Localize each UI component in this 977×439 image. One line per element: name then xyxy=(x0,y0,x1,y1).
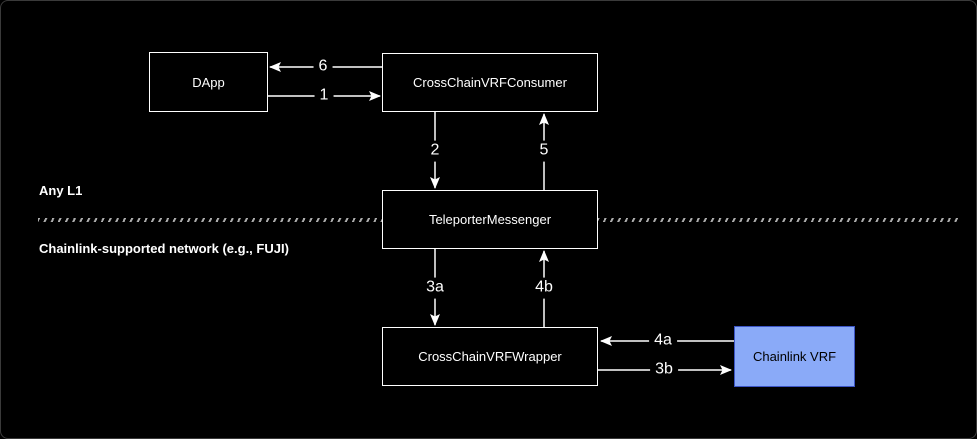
edge-label-5: 5 xyxy=(534,140,554,162)
node-chainlink-vrf: Chainlink VRF xyxy=(734,326,855,387)
node-teleportermessenger-label: TeleporterMessenger xyxy=(428,212,552,227)
node-crosschainvrfconsumer-label: CrossChainVRFConsumer xyxy=(413,75,567,90)
node-dapp-label: DApp xyxy=(192,74,225,90)
edge-label-6: 6 xyxy=(313,56,333,78)
edge-label-4b: 4b xyxy=(530,277,558,299)
edge-label-4a: 4a xyxy=(649,330,677,352)
edge-label-3a: 3a xyxy=(421,277,449,299)
node-crosschainvrfwrapper-label: CrossChainVRFWrapper xyxy=(418,349,562,364)
node-chainlink-vrf-label: Chainlink VRF xyxy=(752,349,837,364)
node-crosschainvrfwrapper: CrossChainVRFWrapper xyxy=(382,327,598,386)
node-crosschainvrfconsumer: CrossChainVRFConsumer xyxy=(382,53,598,112)
node-teleportermessenger: TeleporterMessenger xyxy=(382,190,598,249)
region-label-any-l1: Any L1 xyxy=(39,183,83,198)
edge-label-2: 2 xyxy=(425,140,445,162)
edge-label-1: 1 xyxy=(314,85,334,107)
node-dapp: DApp xyxy=(149,52,268,112)
region-label-chainlink-network: Chainlink-supported network (e.g., FUJI) xyxy=(39,241,289,256)
edge-label-3b: 3b xyxy=(650,359,678,381)
